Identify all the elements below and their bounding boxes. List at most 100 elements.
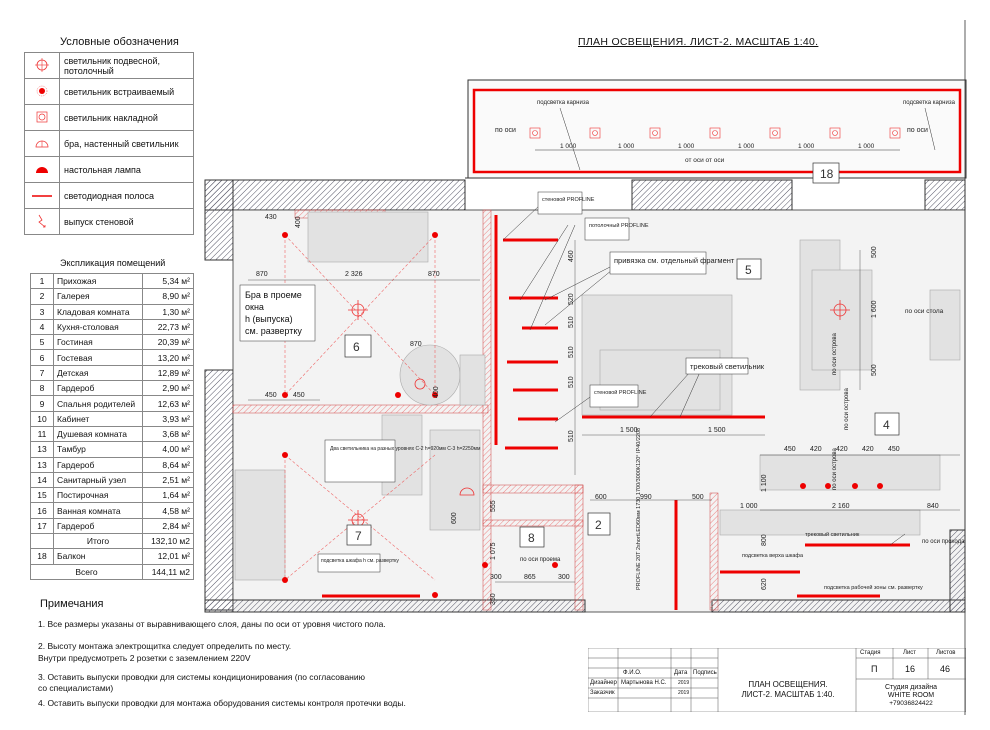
tb-studio-2: WHITE ROOM bbox=[887, 692, 935, 699]
tb-sheets: 46 bbox=[940, 664, 951, 674]
sheet-title: ПЛАН ОСВЕЩЕНИЯ. ЛИСТ-2. МАСШТАБ 1:40. bbox=[578, 36, 819, 48]
recessed-light-icon bbox=[395, 392, 401, 398]
tb-h-date: Дата bbox=[674, 670, 688, 676]
svg-text:450: 450 bbox=[265, 392, 277, 399]
sconce-note-line-2: окна bbox=[245, 302, 264, 312]
svg-text:500: 500 bbox=[871, 246, 878, 258]
svg-text:520: 520 bbox=[568, 293, 575, 305]
sconce-note-line-3: h (выпуска) bbox=[245, 314, 293, 324]
balcony-led-strip bbox=[472, 88, 962, 174]
svg-text:1 100: 1 100 bbox=[761, 474, 768, 492]
surface-light-icon bbox=[529, 127, 541, 139]
recessed-light-icon bbox=[432, 592, 438, 598]
tb-h-sheets: Листов bbox=[936, 650, 956, 656]
tb-date-1: 2019 bbox=[678, 680, 690, 686]
note-2a: 2. Высоту монтажа электрощитка следует о… bbox=[38, 641, 292, 651]
tb-title: ПЛАН ОСВЕЩЕНИЯ. ЛИСТ-2. МАСШТАБ 1:40. bbox=[741, 680, 835, 699]
svg-text:870: 870 bbox=[428, 271, 440, 278]
label-cabinet-top: подсветка верха шкафа bbox=[742, 553, 804, 559]
surface-light-icon bbox=[24, 104, 60, 131]
label-work-zone: подсветка рабочей зоны см. развертку bbox=[824, 584, 923, 591]
room-number-6: 6 bbox=[353, 340, 360, 354]
dim-1000: 1 000 bbox=[798, 143, 815, 150]
label-wall-profline: стеновой PROFLINE bbox=[542, 196, 595, 203]
surface-light-icon bbox=[709, 127, 721, 139]
dimension-lines bbox=[248, 240, 960, 583]
svg-text:510: 510 bbox=[568, 316, 575, 328]
surface-light-icon bbox=[649, 127, 661, 139]
legend-row: светильник подвесной, потолочный bbox=[24, 52, 194, 79]
svg-text:300: 300 bbox=[558, 574, 570, 581]
tb-name-1: Мартынова Н.С. bbox=[621, 680, 667, 686]
dim-1000: 1 000 bbox=[678, 143, 695, 150]
svg-text:800: 800 bbox=[761, 534, 768, 546]
svg-text:450: 450 bbox=[293, 392, 305, 399]
label-two-lights: Два светильника на разных уровнях С-2 h=… bbox=[330, 446, 481, 452]
svg-text:510: 510 bbox=[568, 346, 575, 358]
legend-label: светильник встраиваемый bbox=[59, 78, 194, 105]
note-1: 1. Все размеры указаны от выравнивающего… bbox=[38, 619, 386, 629]
room-number-18: 18 bbox=[820, 167, 834, 181]
wall-bottom bbox=[204, 599, 586, 613]
recessed-light-icon bbox=[282, 452, 288, 458]
svg-text:450: 450 bbox=[784, 446, 796, 453]
legend-label: светодиодная полоса bbox=[59, 182, 194, 209]
wall-top-right bbox=[924, 179, 966, 211]
dim-1000: 1 000 bbox=[858, 143, 875, 150]
label-ceiling-profline: потолочный PROFLINE bbox=[589, 222, 649, 229]
svg-text:420: 420 bbox=[862, 446, 874, 453]
recessed-light-icon bbox=[282, 392, 288, 398]
led-strips bbox=[322, 215, 910, 610]
svg-text:990: 990 bbox=[640, 494, 652, 501]
wall-top-left bbox=[204, 179, 466, 211]
surface-light-icon bbox=[769, 127, 781, 139]
rooms-title: Экспликация помещений bbox=[60, 258, 166, 268]
tb-h-stage: Стадия bbox=[860, 650, 881, 656]
label-profline-spec: PROFLINE 20T 2shortLED60мм 1730 1700/300… bbox=[636, 428, 642, 590]
tb-h-fio: Ф.И.О. bbox=[623, 670, 642, 676]
wall-left-bottom bbox=[204, 369, 234, 611]
label-wardrobe-light: подсветка шкафа h см. развертку bbox=[321, 558, 399, 564]
label-track-light-2: трековый светильник bbox=[805, 531, 860, 538]
tb-h-sheet: Лист bbox=[903, 650, 917, 656]
svg-text:510: 510 bbox=[568, 430, 575, 442]
svg-text:420: 420 bbox=[836, 446, 848, 453]
tb-date-2: 2019 bbox=[678, 690, 690, 696]
balcony-outline bbox=[467, 79, 967, 179]
svg-text:600: 600 bbox=[451, 512, 458, 524]
tb-role-1: Дизайнер bbox=[590, 680, 617, 686]
label-axis-table: по оси стола bbox=[905, 308, 944, 315]
legend-label: светильник подвесной, потолочный bbox=[59, 52, 194, 79]
label-binding: привязка см. отдельный фрагмент bbox=[614, 256, 735, 265]
note-3b: со специалистами) bbox=[38, 683, 114, 693]
room-number-2: 2 bbox=[595, 518, 602, 532]
partition-6-7 bbox=[232, 404, 489, 414]
room-number-boxes bbox=[344, 162, 900, 548]
legend-row: светильник накладной bbox=[24, 104, 194, 131]
svg-text:1 000: 1 000 bbox=[740, 503, 758, 510]
room-number-5: 5 bbox=[745, 263, 752, 277]
recessed-light-icon bbox=[432, 232, 438, 238]
legend-row: светильник встраиваемый bbox=[24, 78, 194, 105]
recessed-light-icon bbox=[800, 483, 806, 489]
svg-text:1 075: 1 075 bbox=[490, 542, 497, 560]
partition-2 bbox=[709, 492, 719, 611]
legend-row: выпуск стеновой bbox=[24, 208, 194, 235]
surface-light-icon bbox=[589, 127, 601, 139]
wall-sconce-icon bbox=[459, 487, 475, 496]
svg-text:1 500: 1 500 bbox=[708, 427, 726, 434]
sconce-note-line-1: Бра в проеме bbox=[245, 290, 302, 300]
partition-vertical bbox=[482, 209, 492, 611]
label-track-light: трековый светильник bbox=[690, 362, 765, 371]
grand-total-area: 144,11 м2 bbox=[142, 563, 194, 580]
legend-label: настольная лампа bbox=[59, 156, 194, 183]
label-axis-island-3: по оси острова bbox=[832, 448, 838, 490]
axis-label-left: по оси bbox=[495, 127, 516, 134]
svg-text:420: 420 bbox=[810, 446, 822, 453]
room-number-7: 7 bbox=[355, 529, 362, 543]
